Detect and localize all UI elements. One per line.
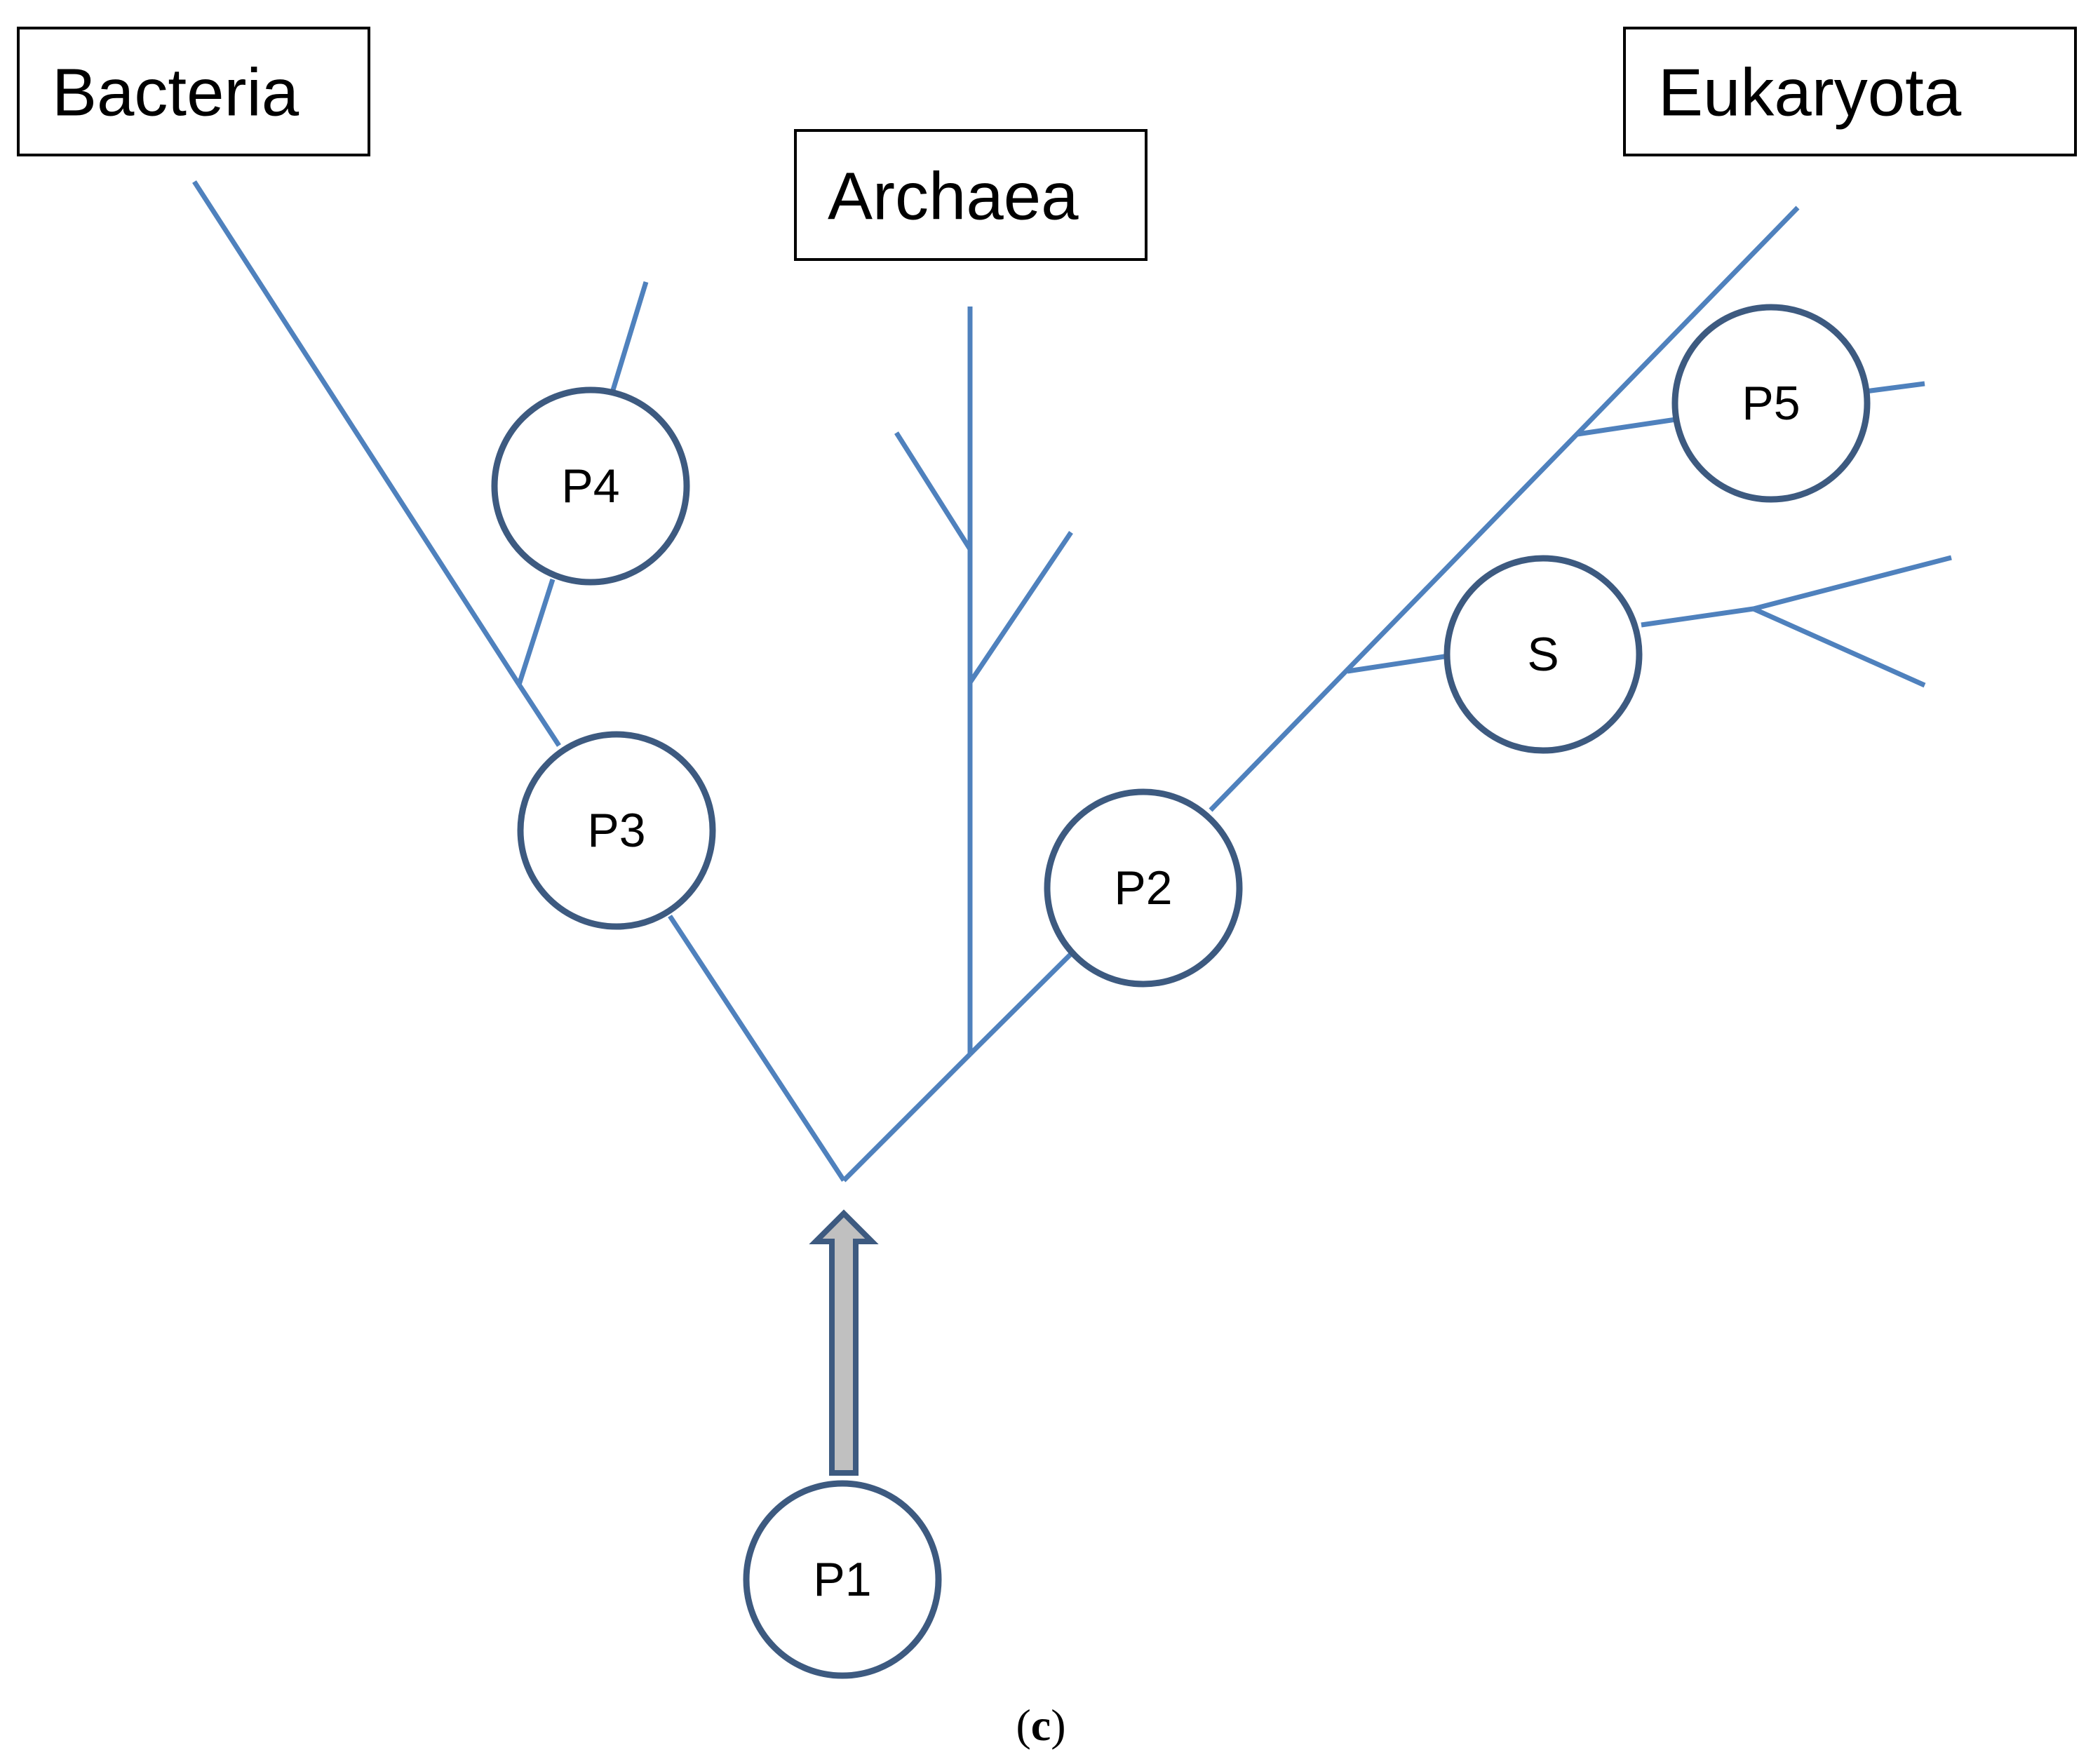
node-label-s: S — [1527, 628, 1559, 681]
node-p4: P4 — [491, 386, 690, 586]
node-s: S — [1443, 555, 1643, 754]
caption-letter: c — [1031, 1700, 1051, 1750]
domain-box-archaea: Archaea — [794, 129, 1148, 261]
p2-branch-lower — [968, 950, 1075, 1056]
up-arrow-icon — [809, 1209, 879, 1476]
node-p5: P5 — [1671, 304, 1871, 503]
node-label-p2: P2 — [1114, 861, 1172, 915]
figure-caption: (c) — [1016, 1700, 1065, 1750]
node-p3: P3 — [517, 731, 716, 930]
tree-branches — [192, 180, 1952, 1183]
p4-branch-upper — [610, 281, 649, 391]
node-label-p5: P5 — [1742, 377, 1800, 430]
eukaryota-branch — [1209, 206, 1800, 812]
domain-box-eukaryota: Eukaryota — [1623, 27, 2077, 156]
node-label-p3: P3 — [587, 804, 645, 857]
bacteria-branch-middle — [517, 683, 561, 747]
bacteria-branch-upper — [192, 180, 521, 686]
caption-close-paren: ) — [1051, 1700, 1065, 1750]
archaea-twig-right — [968, 531, 1073, 684]
caption-open-paren: ( — [1016, 1700, 1030, 1750]
domain-box-bacteria: Bacteria — [17, 27, 370, 156]
node-label-p1: P1 — [813, 1553, 871, 1606]
s-twig-upper — [1753, 555, 1952, 612]
p5-branch-left — [1577, 416, 1681, 437]
domain-label-archaea: Archaea — [828, 159, 1079, 234]
node-p2: P2 — [1044, 788, 1243, 988]
bacteria-branch-lower — [668, 915, 846, 1182]
s-branch-left — [1347, 653, 1450, 674]
domain-label-bacteria: Bacteria — [52, 55, 300, 130]
archaea-eukaryota-stem — [842, 1052, 972, 1183]
s-twig-lower — [1752, 606, 1926, 688]
archaea-twig-left — [894, 431, 972, 551]
p4-branch-lower — [516, 578, 556, 686]
node-label-p4: P4 — [561, 459, 619, 513]
node-p1: P1 — [743, 1480, 942, 1679]
domain-label-eukaryota: Eukaryota — [1658, 55, 1962, 130]
p5-branch-right — [1865, 381, 1925, 394]
s-branch-right — [1641, 606, 1754, 628]
